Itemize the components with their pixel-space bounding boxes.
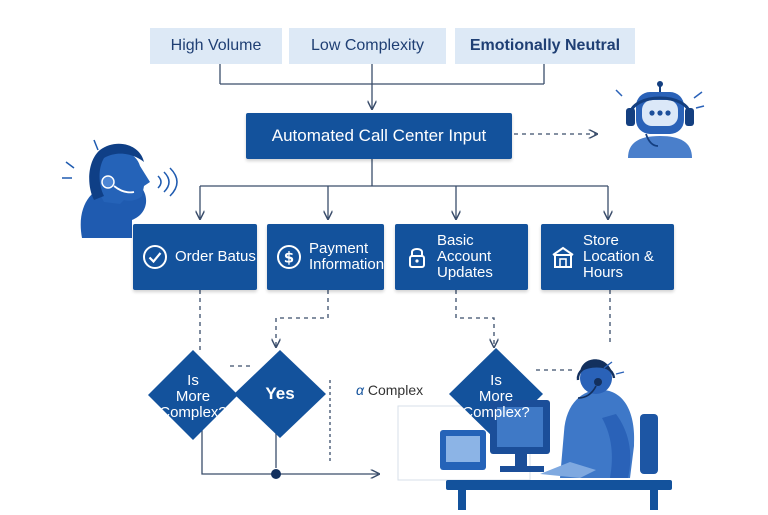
dollar-icon: $: [277, 245, 301, 269]
alpha-glyph-icon: α: [356, 382, 364, 398]
decision-text-2: Yes: [265, 384, 295, 403]
lock-icon: [409, 248, 425, 268]
category-basic-account-updates: Basic Account Updates: [395, 224, 528, 290]
criteria-connector: [219, 64, 545, 108]
junction-dot: [271, 469, 281, 479]
input-label: Automated Call Center Input: [271, 126, 487, 145]
category-label: Payment Information: [309, 240, 385, 273]
svg-text:$: $: [284, 249, 294, 267]
category-label: Store Location & Hours: [583, 232, 654, 281]
decision-diamond-2: [234, 350, 326, 438]
automated-call-center-input: Automated Call Center Input: [246, 113, 512, 159]
decision-connector: [199, 290, 611, 371]
decision-diamond-1: [148, 350, 238, 440]
decision-text-1: Is More Complex?: [159, 372, 227, 421]
store-icon: [552, 246, 574, 268]
category-label: Basic Account Updates: [437, 232, 493, 281]
criteria-high-volume: High Volume: [150, 28, 282, 64]
support-agent-icon: [440, 359, 672, 510]
criteria-emotionally-neutral: Emotionally Neutral: [455, 28, 635, 64]
category-order-status: Order Batus: [133, 224, 257, 290]
category-label: Order Batus: [175, 248, 256, 265]
bottom-flow: [201, 380, 378, 474]
category-store-location-hours: Store Location & Hours: [541, 224, 674, 290]
category-payment-information: $ Payment Information: [267, 224, 384, 290]
check-circle-icon: [143, 245, 167, 269]
chatbot-icon: [615, 81, 705, 158]
category-connector: [200, 159, 608, 218]
complex-label: Complex: [367, 382, 424, 398]
criteria-low-complexity: Low Complexity: [289, 28, 446, 64]
decision-text-3: Is More Complex?: [462, 372, 530, 421]
headset-person-icon: [62, 139, 178, 238]
complex-annotation: α Complex: [356, 382, 423, 398]
